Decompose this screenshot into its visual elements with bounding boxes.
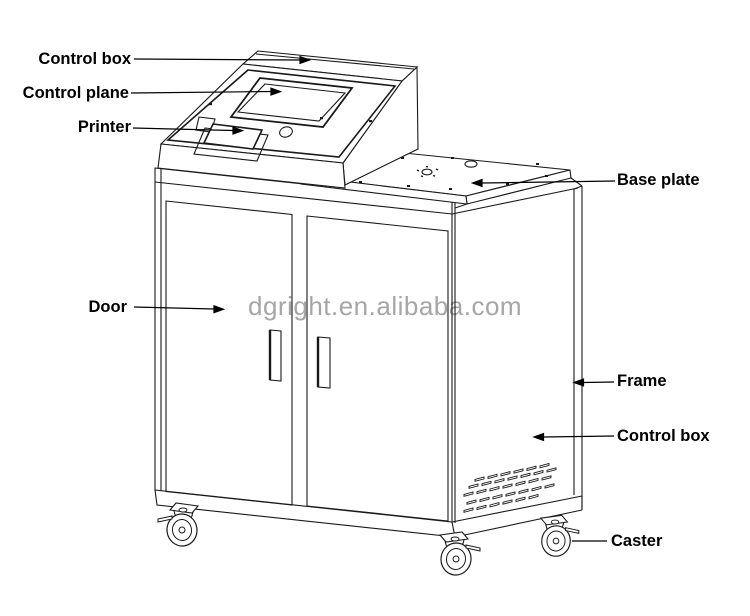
plate-center-hub	[416, 165, 439, 178]
arrow-printer	[232, 126, 245, 135]
label-base-plate: Base plate	[617, 170, 700, 189]
label-control-box-top: Control box	[38, 49, 131, 68]
arrow-door	[213, 304, 226, 314]
caster-front-right	[438, 531, 481, 578]
caster-rear-right	[539, 514, 580, 559]
console-screen	[236, 83, 347, 122]
arrow-control-plane	[270, 87, 283, 96]
console-knob	[279, 126, 293, 138]
plate-hole	[464, 160, 478, 168]
label-caster: Caster	[611, 531, 663, 550]
arrow-base-plate	[470, 178, 483, 188]
leader-lines	[130, 55, 616, 542]
label-control-plane: Control plane	[22, 83, 129, 102]
arrow-frame	[572, 378, 585, 387]
cabinet-lines	[154, 167, 583, 538]
watermark-text: dgright.en.alibaba.com	[248, 291, 522, 321]
console-screws	[209, 103, 372, 123]
top-rail-bottom-front	[154, 181, 453, 215]
arrow-control-box-right	[532, 432, 545, 442]
top-rail-bottom-side	[451, 187, 579, 215]
label-door: Door	[88, 297, 128, 316]
label-control-box-right: Control box	[617, 426, 710, 445]
console-drawing	[157, 50, 419, 189]
cabinet-face-fills	[155, 168, 582, 538]
console-slope-rim	[166, 69, 397, 158]
door-left	[165, 200, 293, 506]
plinth-front	[154, 489, 456, 538]
arrow-control-box-top	[299, 55, 312, 65]
label-frame: Frame	[617, 371, 667, 390]
plinth-side	[451, 495, 583, 538]
door-right	[306, 215, 449, 522]
caster-front-left	[157, 502, 200, 549]
label-printer: Printer	[77, 117, 131, 136]
